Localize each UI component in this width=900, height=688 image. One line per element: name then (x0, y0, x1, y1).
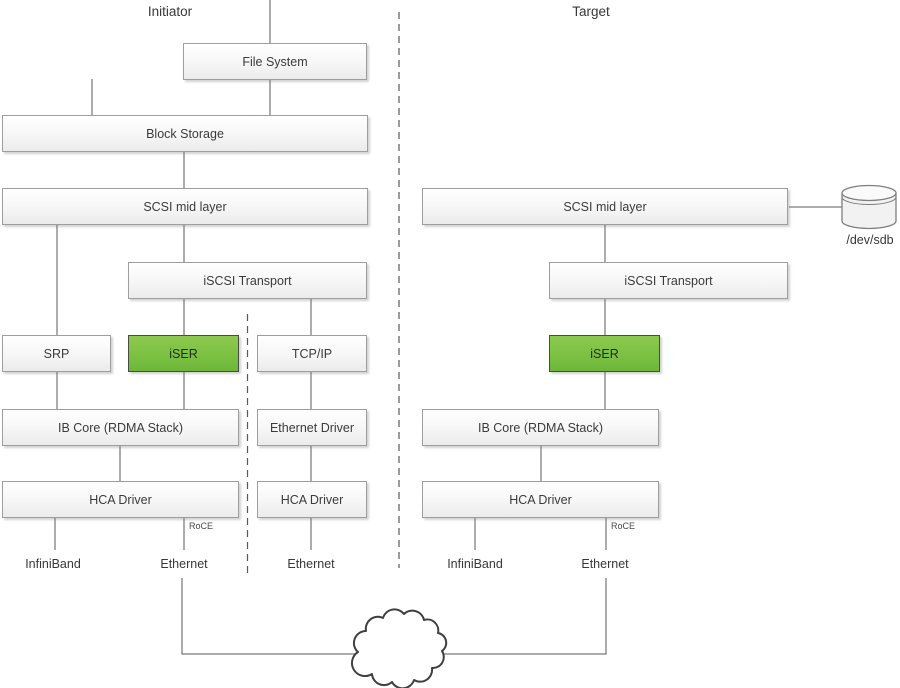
port-ethernet-roce-initiator: Ethernet (160, 557, 208, 571)
node-hca-driver-initiator: HCA Driver (2, 481, 239, 518)
node-tcp-ip: TCP/IP (257, 335, 367, 372)
port-infiniband-target: InfiniBand (447, 557, 503, 571)
node-iser-target: iSER (549, 335, 660, 372)
node-iscsi-transport-target: iSCSI Transport (549, 262, 788, 299)
cloud-icon (351, 608, 448, 688)
dev-sdb-label: /dev/sdb (846, 233, 894, 247)
port-ethernet-target: Ethernet (581, 557, 629, 571)
solid-connectors (54, 0, 842, 655)
node-hca-driver-target: HCA Driver (422, 481, 659, 518)
node-file-system: File System (183, 43, 367, 80)
node-srp: SRP (2, 335, 111, 372)
roce-label-initiator: RoCE (189, 521, 214, 531)
node-block-storage: Block Storage (2, 115, 368, 152)
node-ib-core-target: IB Core (RDMA Stack) (422, 409, 659, 446)
node-hca-driver-eth: HCA Driver (257, 481, 367, 518)
node-ethernet-driver: Ethernet Driver (257, 409, 367, 446)
dashed-dividers (246, 12, 400, 575)
node-ib-core-initiator: IB Core (RDMA Stack) (2, 409, 239, 446)
port-infiniband-initiator: InfiniBand (25, 557, 81, 571)
target-title: Target (572, 4, 610, 19)
node-scsi-mid-layer-target: SCSI mid layer (422, 188, 788, 225)
roce-label-target: RoCE (611, 521, 636, 531)
node-scsi-mid-layer-initiator: SCSI mid layer (2, 188, 368, 225)
node-iscsi-transport-initiator: iSCSI Transport (128, 262, 367, 299)
initiator-title: Initiator (147, 4, 193, 19)
port-ethernet-tcp: Ethernet (287, 557, 335, 571)
node-iser-initiator: iSER (128, 335, 239, 372)
disk-cylinder-icon (841, 184, 897, 230)
